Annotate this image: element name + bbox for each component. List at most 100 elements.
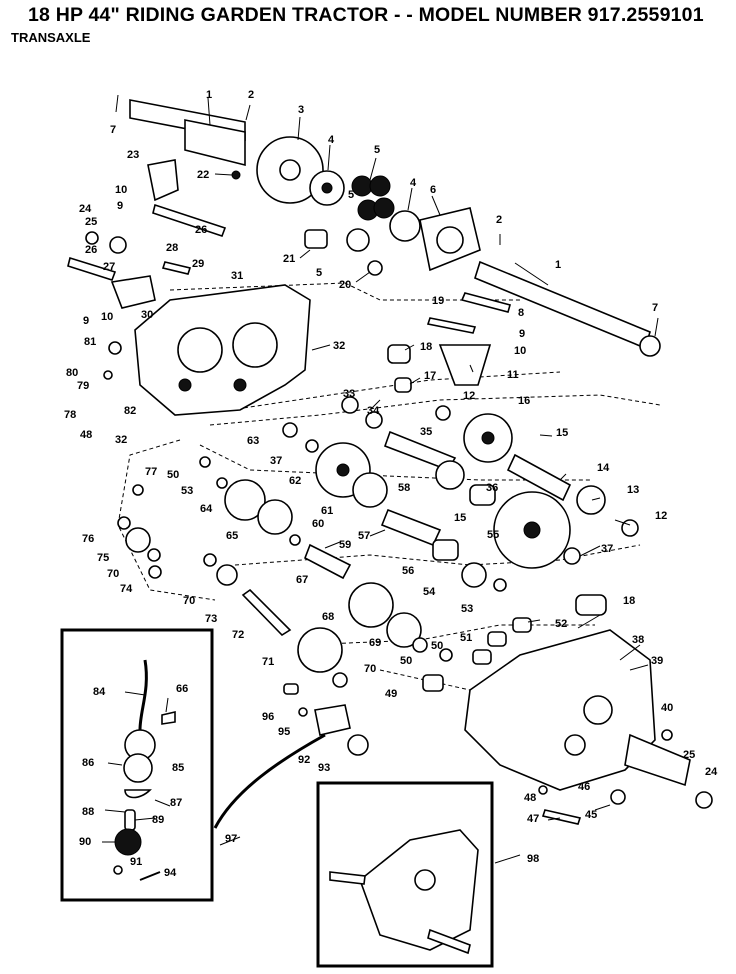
- callout-59: 59: [339, 539, 351, 551]
- callout-9: 9: [519, 328, 525, 340]
- diagram-title: 18 HP 44" RIDING GARDEN TRACTOR - - MODE…: [28, 4, 704, 26]
- callout-37: 37: [601, 543, 613, 555]
- callout-12: 12: [655, 510, 667, 522]
- callout-63: 63: [247, 435, 259, 447]
- callout-38: 38: [632, 634, 644, 646]
- long-axle-shaft: [426, 260, 661, 357]
- callout-69: 69: [369, 637, 381, 649]
- callout-9: 9: [83, 315, 89, 327]
- callout-40: 40: [661, 702, 673, 714]
- callout-21: 21: [283, 253, 295, 265]
- callout-45: 45: [585, 809, 597, 821]
- callout-10: 10: [514, 345, 526, 357]
- callout-labels: 1 2 3 4 5 6 4 5 7 23 22 10 9 24 25 26 26…: [64, 89, 718, 879]
- callout-16: 16: [518, 395, 530, 407]
- callout-13: 13: [627, 484, 639, 496]
- callout-11: 11: [507, 369, 519, 381]
- lower-center-parts: [213, 683, 369, 829]
- callout-32: 32: [333, 340, 345, 352]
- callout-5: 5: [348, 189, 354, 201]
- callout-10: 10: [101, 311, 113, 323]
- callout-77: 77: [145, 466, 157, 478]
- callout-58: 58: [398, 482, 410, 494]
- callout-53: 53: [461, 603, 473, 615]
- callout-18: 18: [420, 341, 432, 353]
- callout-82: 82: [124, 405, 136, 417]
- callout-57: 57: [358, 530, 370, 542]
- callout-49: 49: [385, 688, 397, 700]
- callout-24: 24: [79, 203, 92, 215]
- shift-assembly-inset: [60, 628, 214, 902]
- callout-74: 74: [120, 583, 133, 595]
- callout-32: 32: [115, 434, 127, 446]
- callout-15: 15: [454, 512, 466, 524]
- callout-60: 60: [312, 518, 324, 530]
- callout-79: 79: [77, 380, 89, 392]
- callout-94: 94: [164, 867, 177, 879]
- callout-1: 1: [555, 259, 561, 271]
- callout-53: 53: [181, 485, 193, 497]
- callout-12: 12: [463, 390, 475, 402]
- callout-54: 54: [423, 586, 436, 598]
- callout-8: 8: [518, 307, 524, 319]
- upper-left-shafts: [67, 99, 246, 309]
- callout-75: 75: [97, 552, 109, 564]
- callout-90: 90: [79, 836, 91, 848]
- callout-71: 71: [262, 656, 274, 668]
- callout-28: 28: [166, 242, 178, 254]
- callout-88: 88: [82, 806, 94, 818]
- callout-23: 23: [127, 149, 139, 161]
- complete-transaxle-inset: [316, 781, 494, 968]
- callout-15: 15: [556, 427, 568, 439]
- callout-37: 37: [270, 455, 282, 467]
- callout-76: 76: [82, 533, 94, 545]
- callout-20: 20: [339, 279, 351, 291]
- callout-7: 7: [110, 124, 116, 136]
- callout-27: 27: [103, 261, 115, 273]
- callout-51: 51: [460, 632, 472, 644]
- callout-50: 50: [400, 655, 412, 667]
- callout-85: 85: [172, 762, 184, 774]
- callout-66: 66: [176, 683, 188, 695]
- callout-96: 96: [262, 711, 274, 723]
- callout-35: 35: [420, 426, 432, 438]
- callout-84: 84: [93, 686, 106, 698]
- callout-48: 48: [80, 429, 92, 441]
- callout-87: 87: [170, 797, 182, 809]
- callout-2: 2: [496, 214, 502, 226]
- callout-17: 17: [424, 370, 436, 382]
- callout-19: 19: [432, 295, 444, 307]
- callout-34: 34: [367, 405, 380, 417]
- callout-25: 25: [85, 216, 97, 228]
- callout-26: 26: [195, 224, 207, 236]
- callout-4: 4: [328, 134, 335, 146]
- leader-lines: [102, 94, 659, 864]
- callout-22: 22: [197, 169, 209, 181]
- callout-7: 7: [652, 302, 658, 314]
- callout-78: 78: [64, 409, 76, 421]
- callout-3: 3: [298, 104, 304, 116]
- diagram-subtitle: TRANSAXLE: [11, 30, 91, 45]
- callout-6: 6: [430, 184, 436, 196]
- callout-98: 98: [527, 853, 539, 865]
- callout-61: 61: [321, 505, 333, 517]
- callout-1: 1: [206, 89, 212, 101]
- callout-81: 81: [84, 336, 96, 348]
- callout-18: 18: [623, 595, 635, 607]
- callout-2: 2: [248, 89, 254, 101]
- callout-68: 68: [322, 611, 334, 623]
- callout-91: 91: [130, 856, 142, 868]
- callout-5: 5: [374, 144, 380, 156]
- callout-26: 26: [85, 244, 97, 256]
- callout-4: 4: [410, 177, 417, 189]
- callout-39: 39: [651, 655, 663, 667]
- callout-95: 95: [278, 726, 290, 738]
- callout-97: 97: [225, 833, 237, 845]
- callout-56: 56: [402, 565, 414, 577]
- callout-86: 86: [82, 757, 94, 769]
- left-housing: [103, 284, 311, 416]
- callout-64: 64: [200, 503, 213, 515]
- mid-right-parts: [341, 344, 513, 471]
- callout-9: 9: [117, 200, 123, 212]
